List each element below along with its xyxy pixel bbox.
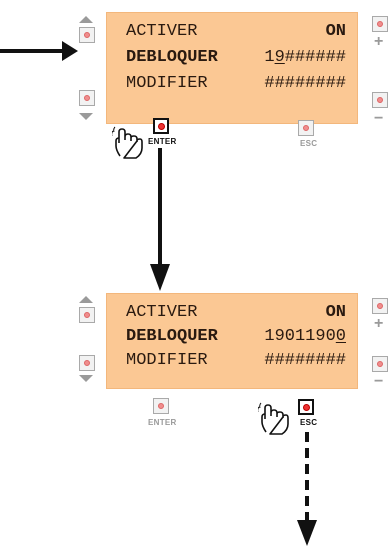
line-value: 19###### — [264, 48, 346, 67]
plus-icon: + — [374, 33, 384, 50]
up-arrow-icon — [79, 16, 93, 23]
line-value: ON — [325, 22, 346, 41]
down-key[interactable] — [79, 355, 95, 371]
value-prefix: 1901190 — [264, 327, 336, 346]
lcd-display-1: ACTIVER ON DEBLOQUER 19###### MODIFIER #… — [106, 12, 358, 124]
flow-arrow — [150, 148, 170, 291]
minus-icon: − — [374, 373, 384, 390]
line-value: ######## — [264, 74, 346, 93]
line-value: ######## — [264, 351, 346, 370]
enter-label: ENTER — [148, 137, 177, 146]
line-label: ACTIVER — [126, 22, 198, 41]
plus-key[interactable] — [372, 298, 388, 314]
lcd-display-2: ACTIVER ON DEBLOQUER 19011900 MODIFIER #… — [106, 293, 358, 389]
led-icon — [377, 97, 383, 103]
hand-press-icon — [257, 402, 292, 441]
cursor-digit: 9 — [274, 48, 285, 67]
plus-key[interactable] — [372, 16, 388, 32]
up-key[interactable] — [79, 27, 95, 43]
led-icon — [303, 404, 310, 411]
led-icon — [158, 123, 165, 130]
led-icon — [377, 303, 383, 309]
minus-key[interactable] — [372, 356, 388, 372]
led-icon — [84, 95, 90, 101]
lcd-line-modifier: MODIFIER ######## — [126, 74, 346, 96]
exit-arrow — [297, 432, 317, 546]
plus-icon: + — [374, 315, 384, 332]
led-icon — [84, 32, 90, 38]
line-label: ACTIVER — [126, 303, 198, 322]
lcd-line-modifier: MODIFIER ######## — [126, 351, 346, 373]
esc-button[interactable] — [298, 120, 314, 136]
line-label: MODIFIER — [126, 74, 208, 93]
line-value: 19011900 — [264, 327, 346, 346]
line-label: DEBLOQUER — [126, 327, 218, 346]
cursor-digit: 0 — [335, 327, 346, 346]
led-icon — [158, 403, 164, 409]
entry-arrow — [0, 41, 78, 61]
up-arrow-icon — [79, 296, 93, 303]
line-value: ON — [325, 303, 346, 322]
led-icon — [84, 360, 90, 366]
enter-button[interactable] — [153, 118, 169, 134]
lcd-line-activer: ACTIVER ON — [126, 303, 346, 325]
up-key[interactable] — [79, 307, 95, 323]
down-arrow-icon — [79, 113, 93, 120]
line-label: MODIFIER — [126, 351, 208, 370]
minus-icon: − — [374, 110, 384, 127]
line-label: DEBLOQUER — [126, 48, 218, 67]
lcd-line-debloquer: DEBLOQUER 19011900 — [126, 327, 346, 349]
lcd-line-activer: ACTIVER ON — [126, 22, 346, 44]
value-prefix: 1 — [264, 48, 275, 67]
led-icon — [84, 312, 90, 318]
led-icon — [377, 21, 383, 27]
led-icon — [377, 361, 383, 367]
esc-button[interactable] — [298, 399, 314, 415]
hand-press-icon — [111, 126, 146, 165]
down-arrow-icon — [79, 375, 93, 382]
enter-label: ENTER — [148, 418, 177, 427]
lcd-line-debloquer: DEBLOQUER 19###### — [126, 48, 346, 70]
esc-label: ESC — [300, 139, 318, 148]
minus-key[interactable] — [372, 92, 388, 108]
down-key[interactable] — [79, 90, 95, 106]
value-suffix: ###### — [284, 48, 346, 67]
enter-button[interactable] — [153, 398, 169, 414]
led-icon — [303, 125, 309, 131]
esc-label: ESC — [300, 418, 318, 427]
